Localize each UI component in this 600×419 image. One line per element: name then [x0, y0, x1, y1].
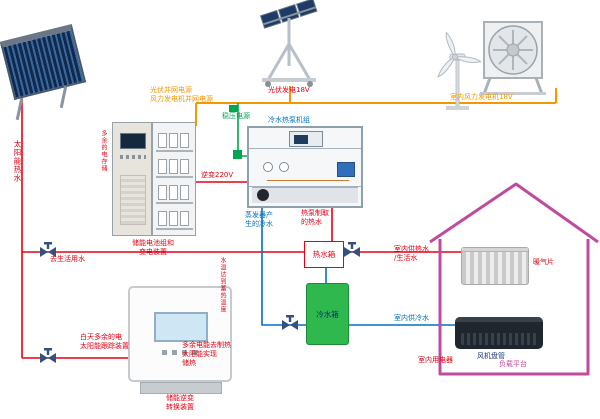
indoor-fan	[480, 21, 546, 95]
valve-icon	[282, 315, 298, 330]
hot-water-tank: 热水箱	[304, 241, 344, 268]
label-indoor-appliances: 室内用电器	[418, 356, 453, 364]
label-domestic-water: 去生活用水	[50, 255, 85, 263]
label-heat-pump-hot-water: 热泵制取 的热水	[301, 209, 329, 226]
label-storage-inverter: 储能逆变 转换装置	[166, 394, 194, 411]
solar-thermal-collector	[0, 23, 87, 121]
storage-inverter	[128, 286, 232, 382]
power-green-line	[229, 103, 247, 159]
valve-icon	[344, 242, 360, 257]
label-inverter-220v: 逆变220V	[201, 171, 234, 179]
fan-coil-unit	[455, 317, 543, 349]
battery-cabinets	[112, 122, 196, 236]
inverter-display	[154, 312, 208, 342]
power-bus-orange	[195, 86, 557, 126]
heat-pump-motor	[337, 162, 355, 177]
label-surplus-heat: 多余电能去制热 太阳能实现 储热	[182, 341, 231, 367]
gauge-icon	[279, 162, 289, 172]
label-indoor-hot-water: 室内供热水 /生活水	[394, 245, 429, 262]
valve-icon	[40, 242, 56, 257]
hot-water-lines	[21, 96, 462, 359]
wind-turbine	[437, 31, 482, 110]
label-surplus-storage: 多余的电存储	[100, 130, 107, 172]
label-radiator: 暖气片	[533, 258, 554, 266]
label-grid-power: 光伏并网电源 风力发电机并网电源	[150, 86, 213, 103]
label-heat-pump-title: 冷水热泵机组	[268, 116, 310, 124]
pv-tracker	[259, 0, 318, 87]
valve-icon	[40, 348, 56, 363]
label-evaporator-cold-water: 蒸发器产 生的冷水	[245, 211, 273, 228]
heat-pump-unit	[247, 126, 363, 208]
label-water-temp: 水温达到蓄热温度	[219, 257, 226, 313]
gauge-icon	[263, 162, 273, 172]
house-outline	[429, 182, 599, 376]
cold-water-tank: 冷水箱	[306, 283, 349, 345]
label-battery-cabinets: 储能电池组和 变电装置	[132, 239, 174, 256]
battery-cabinet-left	[112, 122, 152, 236]
label-indoor-cold-water: 室内供冷水	[394, 314, 429, 322]
heat-pump-control-panel	[289, 131, 323, 147]
label-fan-coil: 风机盘管	[477, 352, 505, 360]
cabinet-display	[120, 133, 146, 149]
label-wind-generation: 室内风力发电机18V	[450, 93, 513, 101]
radiator	[461, 247, 529, 285]
hot-water-tank-label: 热水箱	[312, 250, 336, 259]
label-solar-hot-water: 太阳能热水	[13, 140, 22, 183]
collector-panel	[0, 23, 87, 101]
label-day-surplus: 白天多余的电 太阳能跟踪装置	[80, 333, 129, 350]
inverter-pedestal	[140, 382, 222, 394]
label-stable-power: 稳压电源	[222, 112, 250, 120]
battery-cabinet-right	[152, 122, 196, 236]
label-pv-generation: 光伏发电18V	[268, 86, 310, 94]
compressor-icon	[257, 189, 269, 201]
label-load-platform: 负载平台	[499, 360, 527, 368]
cold-water-tank-label: 冷水箱	[316, 309, 339, 319]
